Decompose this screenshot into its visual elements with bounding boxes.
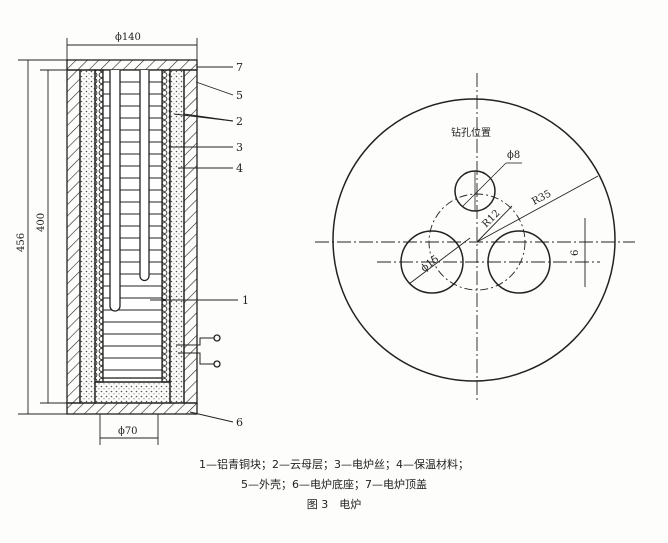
heater-coil-left: [94, 69, 104, 383]
label-7: 7: [236, 61, 243, 74]
outer-shell-left: [66, 69, 81, 404]
furnace-section-view: [18, 38, 238, 445]
base: [66, 402, 198, 415]
hole-radius-dim: R12: [480, 208, 502, 230]
legend-line-2: 5—外壳；6—电炉底座；7—电炉顶盖: [241, 478, 427, 491]
outer-circle: [332, 98, 616, 382]
dim-total-height: 456: [16, 233, 27, 252]
large-hole-right: [487, 230, 551, 294]
dim-outer-diameter: ϕ140: [115, 32, 141, 43]
heater-coil-right: [161, 69, 171, 383]
part-leaders: [150, 66, 238, 423]
terminal-lead-1: [176, 337, 214, 346]
figure-caption: 图 3 电炉: [306, 498, 362, 511]
dimension-lines: [18, 38, 198, 445]
small-hole-leader: [461, 162, 507, 208]
large-hole-left: [400, 230, 464, 294]
insulation-left: [79, 69, 96, 404]
r12-line: [476, 205, 513, 243]
small-hole-dim: ϕ8: [507, 150, 520, 161]
large-hole-dim: ϕ15: [419, 254, 441, 275]
r35-line: [476, 175, 599, 243]
terminal-1: [213, 334, 221, 342]
label-1: 1: [242, 294, 249, 307]
drill-position-label: 钻孔位置: [451, 126, 491, 139]
dim-inner-height: 400: [36, 213, 47, 232]
thermowell-tube-2: [139, 70, 150, 282]
top-cover: [66, 59, 198, 71]
insulation-bottom: [94, 381, 171, 404]
label-2: 2: [236, 115, 243, 128]
terminal-lead-2: [178, 352, 214, 365]
outer-radius-dim: R35: [530, 188, 553, 207]
d15-line: [408, 237, 471, 285]
part-labels: 7 5 2 3 4 1 6: [236, 61, 249, 429]
top-view: [315, 73, 635, 400]
label-5: 5: [236, 89, 243, 102]
offset-dim: 6: [570, 250, 581, 256]
label-3: 3: [236, 141, 243, 154]
label-4: 4: [236, 162, 243, 175]
legend-line-1: 1—铝青铜块；2—云母层；3—电炉丝；4—保温材料；: [199, 458, 469, 471]
thermowell-tube-1: [109, 70, 121, 312]
label-6: 6: [236, 416, 243, 429]
dim-base-diameter: ϕ70: [118, 426, 138, 437]
terminal-2: [213, 360, 221, 368]
pitch-circle: [428, 193, 526, 291]
